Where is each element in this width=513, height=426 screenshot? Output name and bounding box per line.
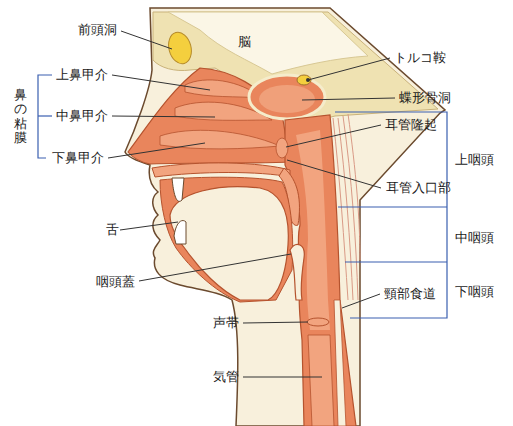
lower-tooth [174, 221, 186, 244]
skull-bone [153, 12, 438, 125]
upper-tooth [172, 178, 184, 201]
part-label: 脳 [238, 34, 251, 50]
torus-tubarius [276, 138, 288, 158]
part-label: 蝶形骨洞 [399, 90, 451, 106]
part-label: トルコ鞍 [394, 50, 446, 66]
sella-turcica [297, 75, 311, 85]
bracket [38, 75, 447, 318]
part-label: 頸部食道 [384, 286, 436, 302]
sphenoid-inner [259, 85, 315, 113]
tracheo-esophageal-wall [334, 300, 346, 426]
leader-line [108, 31, 395, 377]
hard-palate [152, 163, 290, 177]
pharynx [285, 115, 356, 426]
lower-turbinate [160, 130, 280, 149]
trachea [308, 335, 334, 426]
epiglottis [290, 244, 304, 300]
head-outline [125, 8, 445, 426]
part-label: 声帯 [213, 315, 239, 331]
part-label: 上鼻甲介 [56, 67, 108, 83]
leader-dot [306, 78, 310, 82]
group-label: 鼻の粘膜 [14, 88, 27, 145]
tongue [170, 187, 288, 300]
part-label: 咽頭蓋 [96, 274, 135, 290]
part-label: 前頭洞 [78, 22, 117, 38]
part-label: 気管 [213, 369, 239, 385]
region-label: 中咽頭 [455, 230, 494, 246]
region-label: 上咽頭 [455, 152, 494, 168]
region-label: 下咽頭 [455, 284, 494, 300]
part-label: 下鼻甲介 [52, 150, 104, 166]
sphenoid-sinus [249, 75, 325, 119]
part-label: 舌 [106, 222, 119, 238]
part-label: 中鼻甲介 [56, 108, 108, 124]
part-label: 耳管入口部 [386, 180, 451, 196]
vocal-cord [307, 318, 329, 326]
part-label: 耳管隆起 [385, 117, 437, 133]
brain [168, 12, 368, 74]
oral-cavity [160, 177, 293, 302]
